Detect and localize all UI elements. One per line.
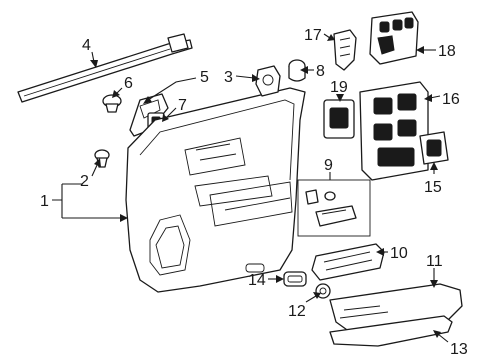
part-bracket-17 xyxy=(333,29,357,71)
part-belt-molding xyxy=(17,33,193,103)
callout-12: 12 xyxy=(288,303,306,320)
callout-6: 6 xyxy=(124,75,133,92)
part-armrest-trim xyxy=(311,243,385,281)
part-cap xyxy=(283,271,307,287)
callout-3: 3 xyxy=(224,69,233,86)
callout-18: 18 xyxy=(438,43,456,60)
callout-16: 16 xyxy=(442,91,460,108)
callout-4: 4 xyxy=(82,37,91,54)
part-clip-6 xyxy=(102,94,122,113)
callout-19: 19 xyxy=(330,79,348,96)
callout-9: 9 xyxy=(324,157,333,174)
callout-labels: 1 2 3 4 5 6 7 8 9 10 11 12 13 14 15 16 1… xyxy=(40,27,468,358)
callout-8: 8 xyxy=(316,63,325,80)
part-seat-switch xyxy=(369,11,419,65)
callout-11: 11 xyxy=(426,253,443,270)
leader-lines xyxy=(52,33,449,343)
part-group-9-box xyxy=(297,179,371,237)
part-housing-3 xyxy=(255,65,281,97)
part-door-trim-panel xyxy=(125,87,306,293)
part-armrest-lower xyxy=(329,315,453,347)
part-single-switch xyxy=(419,131,449,165)
part-switch-module-19 xyxy=(323,99,355,139)
callout-14: 14 xyxy=(248,272,266,289)
callout-7: 7 xyxy=(178,97,187,114)
callout-5: 5 xyxy=(200,69,209,86)
part-window-switch-panel xyxy=(359,81,429,181)
callout-1: 1 xyxy=(40,193,49,210)
callout-17: 17 xyxy=(304,27,322,44)
callout-10: 10 xyxy=(390,245,408,262)
callout-13: 13 xyxy=(450,341,468,358)
callout-2: 2 xyxy=(80,173,89,190)
callout-15: 15 xyxy=(424,179,442,196)
